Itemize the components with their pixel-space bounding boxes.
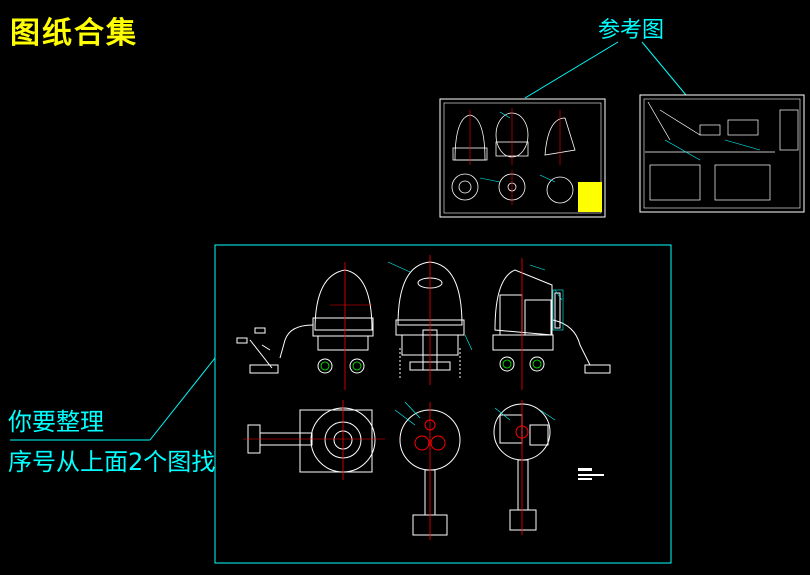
main-drawing-sheet[interactable]	[214, 244, 672, 564]
section-view-right	[492, 269, 611, 374]
section-bottom-view	[493, 403, 551, 531]
reference-sheet-1[interactable]	[439, 98, 606, 218]
page-title: 图纸合集	[10, 16, 138, 51]
side-view-left	[236, 269, 374, 374]
top-view-left	[247, 407, 376, 473]
title-block	[578, 468, 604, 480]
note-line-1: 你要整理	[8, 408, 104, 436]
note-line-2: 序号从上面2个图找	[8, 448, 216, 476]
leader-lines	[10, 41, 687, 441]
reference-sheet-2[interactable]	[639, 94, 805, 213]
reference-label: 参考图	[598, 18, 665, 43]
